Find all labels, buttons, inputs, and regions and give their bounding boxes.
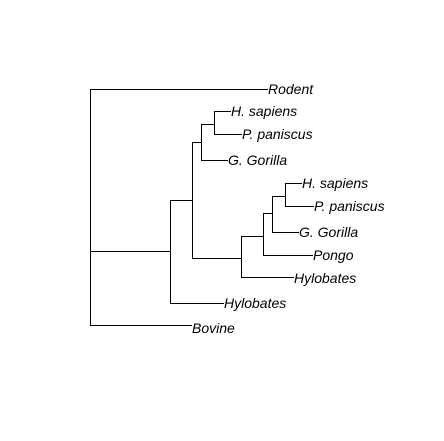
leaf-label-hylobates-b: Hylobates [224, 295, 286, 311]
clade-hominid-a [201, 111, 242, 161]
clade-263 [263, 213, 313, 256]
leaf-labels: Rodent H. sapiens P. paniscus G. Gorilla… [192, 81, 385, 336]
clade-241 [241, 236, 294, 278]
clade-hominid-b [272, 183, 314, 233]
leaf-label-bovine: Bovine [192, 320, 235, 336]
leaf-label-rodent: Rodent [268, 81, 314, 97]
leaf-label-p-paniscus-b: P. paniscus [314, 198, 385, 214]
root-clade [90, 89, 268, 326]
leaf-label-h-sapiens-b: H. sapiens [302, 175, 368, 191]
leaf-label-pongo: Pongo [313, 247, 354, 263]
leaf-label-g-gorilla-a: G. Gorilla [228, 152, 287, 168]
leaf-label-g-gorilla-b: G. Gorilla [299, 224, 358, 240]
leaf-label-hylobates-a: Hylobates [294, 270, 356, 286]
clade-192 [192, 142, 241, 259]
clade-170 [170, 200, 224, 304]
leaf-label-p-paniscus-a: P. paniscus [242, 126, 313, 142]
leaf-label-h-sapiens-a: H. sapiens [231, 103, 297, 119]
